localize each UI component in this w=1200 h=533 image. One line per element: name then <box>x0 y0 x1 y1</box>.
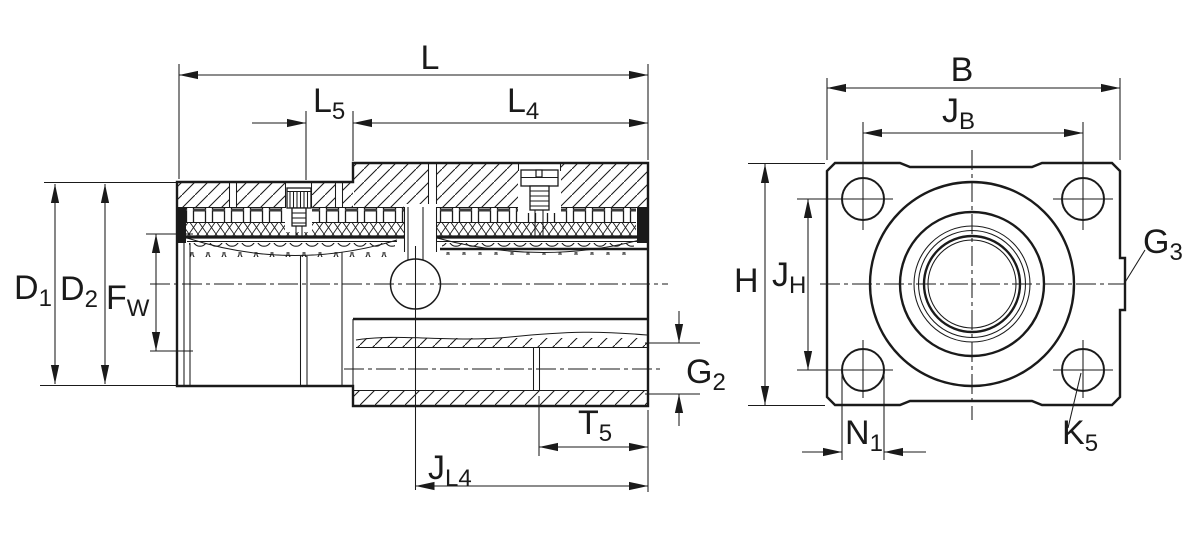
grease-screw <box>517 163 562 236</box>
label-H: H <box>734 262 759 300</box>
housing-joints <box>228 163 438 208</box>
dim-JL4: JL4 <box>414 246 648 492</box>
label-G3: G3 <box>1143 223 1183 266</box>
dim-FW: FW <box>106 233 193 352</box>
label-JH: JH <box>772 256 806 299</box>
housing-hatch-right <box>354 164 647 207</box>
label-JB: JB <box>942 92 975 135</box>
label-G2: G2 <box>686 353 726 396</box>
label-L4: L4 <box>507 82 539 125</box>
cage-crosshatch-right <box>437 223 636 236</box>
dim-JH: JH <box>772 198 842 371</box>
ball-track-left <box>186 237 398 257</box>
dim-JB: JB <box>862 92 1084 170</box>
label-D1: D1 <box>14 269 52 312</box>
section-view: L L5 L4 D1 D2 FW <box>14 39 726 492</box>
ball-cage-row-right <box>437 208 636 222</box>
label-B: B <box>951 51 974 89</box>
dim-D1: D1 <box>14 181 176 387</box>
label-FW: FW <box>106 279 150 322</box>
dim-B: B <box>826 51 1121 160</box>
housing-lower-joints <box>183 243 343 385</box>
label-D2: D2 <box>60 270 98 313</box>
dim-H: H <box>734 162 825 407</box>
label-N1: N1 <box>845 414 883 457</box>
seal-left <box>178 208 186 243</box>
grease-plug <box>284 182 313 236</box>
dim-L: L <box>178 39 649 179</box>
label-K5: K5 <box>1062 414 1098 457</box>
ball-track-right <box>436 237 641 255</box>
dim-N1: N1 <box>802 372 926 460</box>
thread-hole-section <box>344 331 662 405</box>
dim-L4: L4 <box>352 82 648 161</box>
flange-outline <box>825 161 1127 407</box>
front-view: B JB H JH N1 K5 <box>734 51 1183 460</box>
label-L5: L5 <box>313 82 345 125</box>
dim-T5: T5 <box>538 396 649 492</box>
dim-L5: L5 <box>252 82 345 180</box>
callout-G3: G3 <box>1123 223 1183 285</box>
housing-outline <box>175 161 650 408</box>
callout-K5: K5 <box>1062 372 1098 457</box>
dim-D2: D2 <box>60 184 110 384</box>
seal-right <box>637 208 647 243</box>
dim-G2: G2 <box>645 311 726 426</box>
label-L: L <box>421 39 440 77</box>
label-JL4: JL4 <box>428 449 472 492</box>
housing-hatch-left <box>178 183 353 207</box>
label-T5: T5 <box>578 404 612 447</box>
